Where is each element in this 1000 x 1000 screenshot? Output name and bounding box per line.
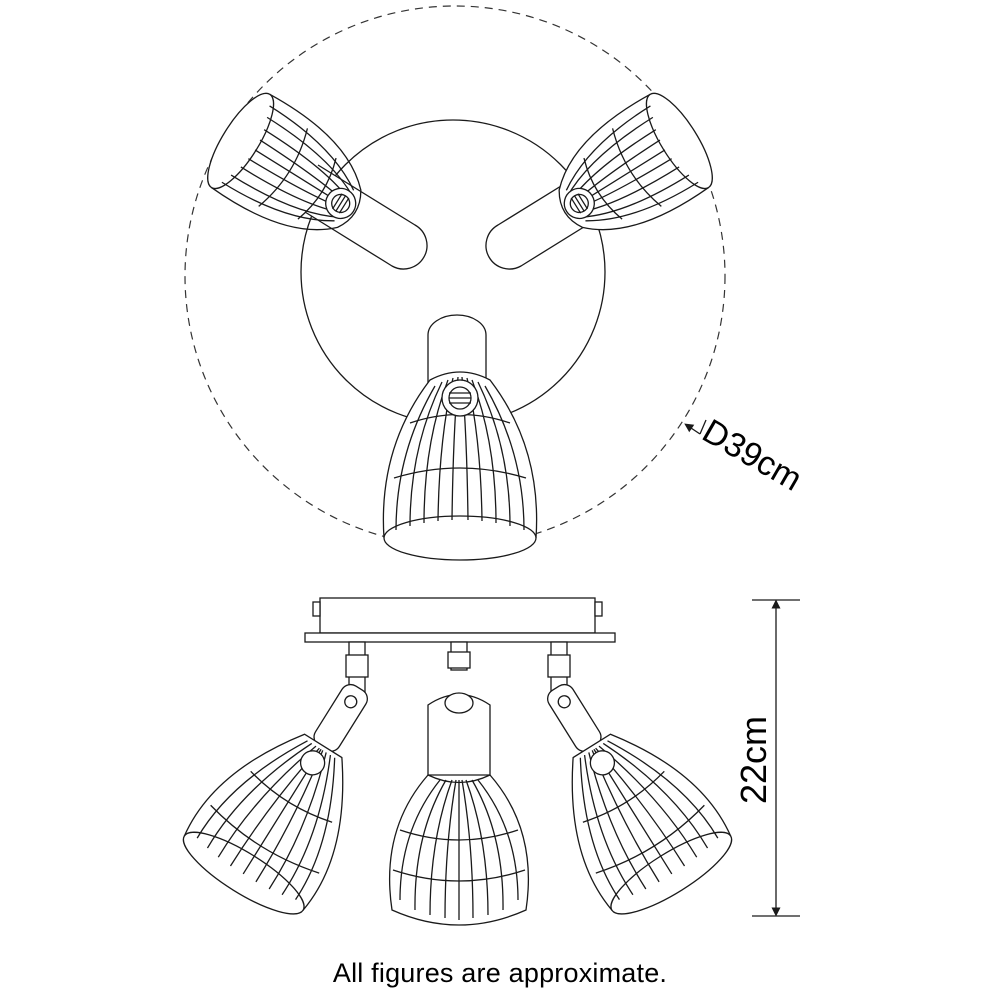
side-shade-center [389, 692, 529, 926]
diameter-label: D39cm [696, 412, 808, 499]
top-view [184, 5, 726, 561]
shade-bottom [382, 371, 538, 561]
shade-top-right [558, 92, 713, 231]
shade-top-left [207, 92, 362, 231]
footnote: All figures are approximate. [332, 958, 668, 988]
height-label: 22cm [733, 716, 774, 804]
side-shade-right [547, 683, 733, 915]
side-stem-right [547, 641, 571, 693]
diameter-arrow [684, 423, 701, 435]
side-stem-center [447, 641, 471, 671]
side-view [182, 597, 800, 926]
side-shade-left [182, 683, 368, 915]
side-stem-left [345, 641, 369, 693]
side-ceiling-plate [319, 597, 596, 634]
side-mount-bar [304, 632, 616, 643]
